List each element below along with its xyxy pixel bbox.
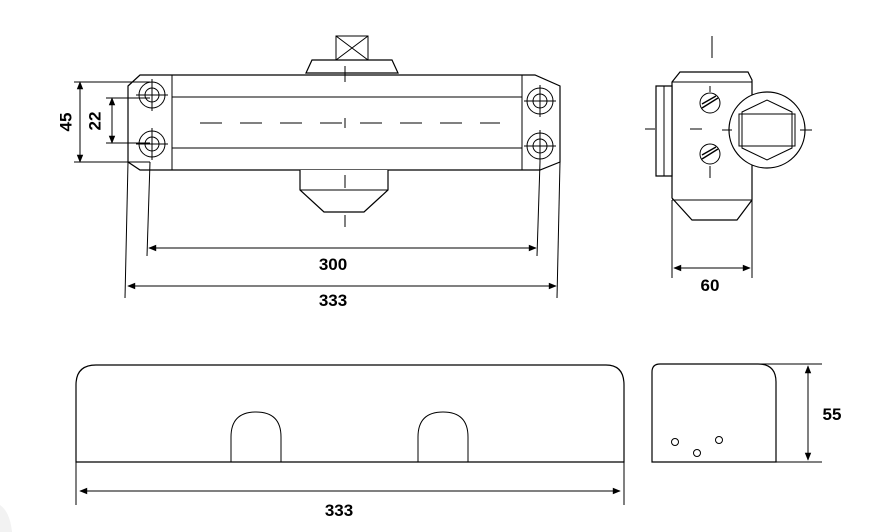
valve-housing — [299, 170, 389, 213]
cover-cutout-right — [417, 411, 469, 462]
cover-front-view: 333 — [75, 364, 625, 520]
dim-label-55: 55 — [823, 405, 842, 424]
dim-label-22: 22 — [85, 112, 104, 131]
spindle-base — [305, 59, 399, 74]
cover-hole-3 — [715, 436, 723, 444]
corner-shadow — [0, 505, 12, 532]
dim-label-300: 300 — [319, 255, 347, 274]
side-view: 60 — [645, 36, 812, 295]
cover-body — [75, 364, 625, 463]
spindle-cross — [335, 35, 369, 61]
ext-line-300-right — [536, 161, 541, 257]
adjust-screw-bottom — [699, 143, 721, 165]
mounting-hole-top-right — [524, 85, 556, 117]
mounting-hole-bottom-left — [136, 128, 168, 160]
cover-cutout-left — [230, 411, 282, 462]
mounting-hole-bottom-right — [524, 130, 556, 162]
cover-hole-2 — [693, 449, 701, 457]
front-view: 45 22 300 333 — [56, 35, 561, 310]
dim-label-45: 45 — [56, 113, 75, 132]
ext-line-333-right — [556, 161, 561, 299]
cover-side-body — [651, 363, 777, 463]
cover-hole-1 — [671, 438, 679, 446]
dim-label-333-top: 333 — [319, 291, 347, 310]
dim-label-60: 60 — [701, 276, 720, 295]
ext-line-300-left — [146, 161, 151, 257]
ext-line-333-left — [124, 161, 129, 299]
cover-side-view: 55 — [651, 363, 842, 463]
spindle-hex — [722, 91, 812, 169]
mounting-hole-top-left — [136, 79, 168, 111]
adjust-screw-top — [699, 92, 721, 114]
dim-label-333-bottom: 333 — [325, 501, 353, 520]
